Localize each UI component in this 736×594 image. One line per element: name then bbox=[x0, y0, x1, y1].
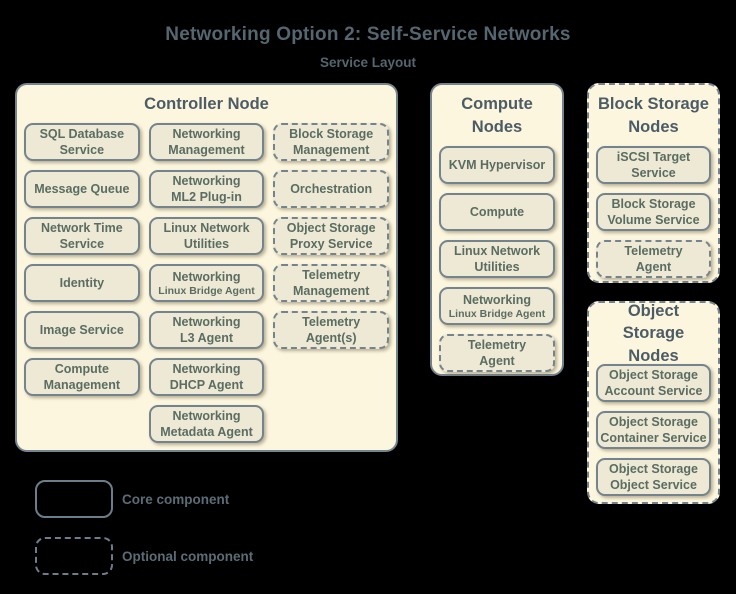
optional-component: Object Storage Proxy Service bbox=[273, 217, 390, 255]
node-title: Block Storage Nodes bbox=[598, 95, 709, 136]
component-label: Networking Metadata Agent bbox=[160, 409, 253, 439]
optional-component: Telemetry Agent bbox=[439, 334, 555, 372]
core-component: Networking Management bbox=[148, 123, 265, 161]
component-label: Telemetry Agent bbox=[467, 338, 527, 368]
component-label: Object Storage Proxy Service bbox=[286, 221, 376, 251]
core-component: Compute bbox=[439, 193, 555, 231]
core-component: Networking L3 Agent bbox=[148, 311, 265, 349]
component-label: Object Storage Object Service bbox=[609, 462, 698, 492]
component-label: Linux Network Utilities bbox=[163, 221, 250, 251]
optional-component: Block Storage Management bbox=[273, 123, 390, 161]
core-component: Networking DHCP Agent bbox=[148, 358, 265, 396]
core-component: Object Storage Account Service bbox=[596, 364, 711, 402]
optional-component: Telemetry Management bbox=[273, 264, 390, 302]
core-component-swatch bbox=[35, 480, 113, 518]
component-label: Networking L3 Agent bbox=[172, 315, 241, 345]
component-label: Compute Management bbox=[43, 362, 121, 392]
core-component: KVM Hypervisor bbox=[439, 146, 555, 184]
component-label: KVM Hypervisor bbox=[448, 158, 546, 172]
core-component: Object Storage Container Service bbox=[596, 411, 711, 449]
component-label: Image Service bbox=[39, 323, 124, 337]
component-label: Compute bbox=[469, 205, 525, 219]
component-label: Identity bbox=[59, 276, 105, 290]
optional-component-swatch bbox=[35, 537, 113, 575]
legend-item-core: Core component bbox=[35, 480, 229, 518]
component-label: Object Storage Account Service bbox=[604, 368, 703, 398]
component-label: iSCSI Target Service bbox=[616, 150, 691, 180]
component-label: Networking Management bbox=[168, 127, 245, 157]
core-component: SQL Database Service bbox=[24, 123, 140, 161]
core-component: Network Time Service bbox=[24, 217, 140, 255]
core-component: Networking Metadata Agent bbox=[148, 405, 265, 443]
core-component: Image Service bbox=[24, 311, 140, 349]
node-title: Object Storage Nodes bbox=[622, 302, 685, 365]
component-label: Telemetry Agent(s) bbox=[302, 315, 361, 345]
component-label: Networking bbox=[172, 269, 241, 284]
core-component: Message Queue bbox=[24, 170, 140, 208]
component-label: Telemetry Management bbox=[292, 268, 370, 298]
component-label: Linux Network Utilities bbox=[453, 244, 541, 274]
component-label: Orchestration bbox=[290, 182, 373, 196]
component-label: Networking ML2 Plug-in bbox=[171, 174, 242, 204]
component-sublabel: Linux Bridge Agent bbox=[158, 284, 255, 297]
legend-item-optional: Optional component bbox=[35, 537, 253, 575]
component-label: Message Queue bbox=[34, 182, 130, 196]
legend-label-core: Core component bbox=[122, 491, 230, 507]
component-label: Networking DHCP Agent bbox=[169, 362, 244, 392]
component-label: Block Storage Management bbox=[289, 127, 374, 157]
component-sublabel: Linux Bridge Agent bbox=[448, 307, 546, 320]
core-component: Object Storage Object Service bbox=[596, 458, 711, 496]
component-label: Block Storage Volume Service bbox=[607, 197, 700, 227]
core-component: Networking ML2 Plug-in bbox=[148, 170, 265, 208]
component-label: Network Time Service bbox=[40, 221, 123, 251]
core-component: Block Storage Volume Service bbox=[596, 193, 711, 231]
core-component: Linux Network Utilities bbox=[148, 217, 265, 255]
component-label: SQL Database Service bbox=[39, 127, 125, 157]
core-component: Identity bbox=[24, 264, 140, 302]
node-title: Compute Nodes bbox=[461, 95, 533, 136]
core-component: Compute Management bbox=[24, 358, 140, 396]
component-label: Object Storage Container Service bbox=[600, 415, 707, 445]
node-title: Controller Node bbox=[144, 94, 269, 113]
diagram-title: Networking Option 2: Self-Service Networ… bbox=[165, 24, 571, 45]
core-component: Linux Network Utilities bbox=[439, 240, 555, 278]
optional-component: Telemetry Agent(s) bbox=[273, 311, 390, 349]
core-component: iSCSI Target Service bbox=[596, 146, 711, 184]
optional-component: Telemetry Agent bbox=[596, 240, 711, 278]
legend-label-optional: Optional component bbox=[122, 548, 254, 564]
diagram-subtitle: Service Layout bbox=[319, 55, 417, 70]
component-label: Telemetry Agent bbox=[624, 244, 683, 274]
optional-component: Orchestration bbox=[273, 170, 390, 208]
component-label: Networking bbox=[462, 292, 532, 307]
